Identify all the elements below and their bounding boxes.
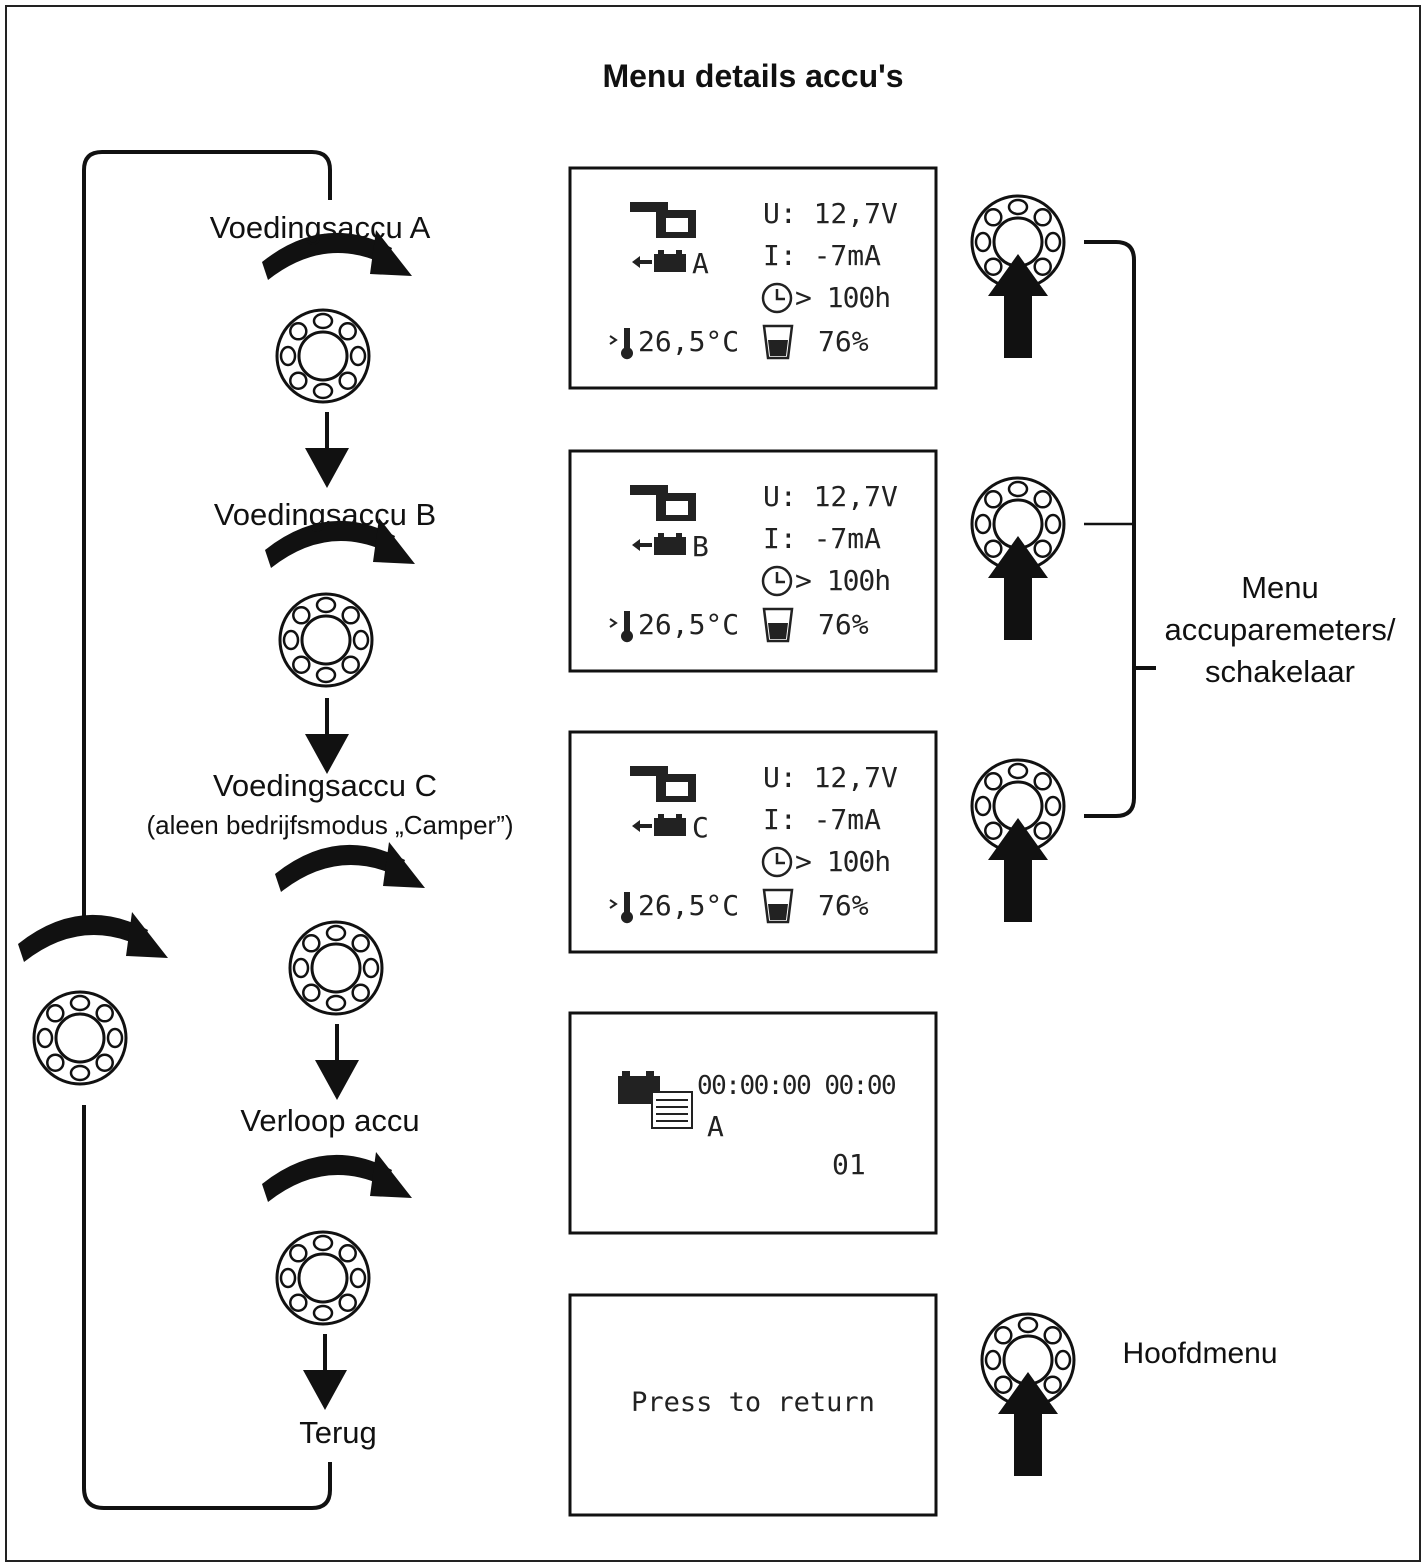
down-arrow-icon xyxy=(313,1022,361,1102)
rotate-control-a[interactable] xyxy=(262,230,412,404)
thermometer-icon xyxy=(621,892,633,924)
history-battery: A xyxy=(707,1110,724,1143)
thermometer-icon xyxy=(621,328,633,360)
history-datetime: 00:00:00 00:00 xyxy=(697,1071,897,1101)
arrow-left-icon xyxy=(632,256,652,268)
arrow-left-icon xyxy=(632,539,652,551)
rotary-knob-icon xyxy=(275,308,371,404)
battery-source-icon xyxy=(630,485,696,521)
screen-b-id: B xyxy=(692,530,709,563)
screen-c-soc: 76% xyxy=(818,889,869,922)
step-label-b: Voedingsaccu B xyxy=(213,497,437,532)
thermometer-icon xyxy=(621,611,633,643)
battery-source-icon xyxy=(630,202,696,238)
screen-c-temp: 26,5°C xyxy=(638,889,740,922)
battery-icon xyxy=(654,250,686,272)
battery-icon xyxy=(654,533,686,555)
screen-b-soc: 76% xyxy=(818,608,869,641)
rotary-knob-icon xyxy=(275,1230,371,1326)
return-text: Press to return xyxy=(631,1387,875,1418)
menu-label-line3: schakelaar xyxy=(1205,654,1355,689)
screen-a-current: I: -7mA xyxy=(763,239,882,272)
rotary-knob-icon xyxy=(288,920,384,1016)
rotary-knob-icon xyxy=(32,990,128,1086)
screen-a-id: A xyxy=(692,247,709,280)
screen-b-time: > 100h xyxy=(795,564,891,597)
down-arrow-icon xyxy=(301,1332,349,1412)
step-label-back: Terug xyxy=(299,1415,377,1450)
press-control-a[interactable] xyxy=(970,194,1066,358)
press-control-main[interactable] xyxy=(980,1312,1076,1476)
step-label-history: Verloop accu xyxy=(240,1103,420,1138)
screen-a-voltage: U: 12,7V xyxy=(763,197,898,230)
screen-a-temp: 26,5°C xyxy=(638,325,740,358)
screen-b-icons xyxy=(609,485,794,643)
history-index: 01 xyxy=(832,1148,866,1181)
step-sublabel-c: (aleen bedrijfsmodus „Camper”) xyxy=(146,810,514,840)
step-label-c: Voedingsaccu C xyxy=(212,768,438,803)
screen-a-time: > 100h xyxy=(795,281,891,314)
screen-a-soc: 76% xyxy=(818,325,869,358)
screen-c-icons xyxy=(609,766,794,924)
loop-line xyxy=(82,150,332,1510)
screen-c-current: I: -7mA xyxy=(763,803,882,836)
history-icon xyxy=(618,1071,693,1129)
page-title: Menu details accu's xyxy=(602,58,904,94)
clock-icon xyxy=(761,565,793,597)
step-label-a: Voedingsaccu A xyxy=(209,210,431,245)
screen-a-icons xyxy=(609,202,794,360)
main-menu-label: Hoofdmenu xyxy=(1122,1337,1278,1370)
screen-c-time: > 100h xyxy=(795,845,891,878)
clock-icon xyxy=(761,846,793,878)
press-control-b[interactable] xyxy=(970,476,1066,640)
rotate-arrow-icon xyxy=(275,842,425,892)
rotary-knob-icon xyxy=(278,592,374,688)
rotate-arrow-icon xyxy=(262,1152,412,1202)
screen-b-temp: 26,5°C xyxy=(638,608,740,641)
down-arrow-icon xyxy=(303,410,351,490)
rotate-control-history[interactable] xyxy=(262,1152,412,1326)
arrow-left-icon xyxy=(632,820,652,832)
outer-frame xyxy=(5,5,1421,1562)
menu-label-line2: accuparemeters/ xyxy=(1164,612,1396,647)
clock-icon xyxy=(761,282,793,314)
right-bracket xyxy=(1084,240,1136,818)
battery-source-icon xyxy=(630,766,696,802)
screen-b-current: I: -7mA xyxy=(763,522,882,555)
screen-return-frame xyxy=(568,1293,938,1517)
rotate-control-b[interactable] xyxy=(265,518,415,688)
screen-c-id: C xyxy=(692,811,709,844)
screen-history-frame xyxy=(568,1011,938,1235)
menu-label-line1: Menu xyxy=(1241,570,1319,605)
screen-b-voltage: U: 12,7V xyxy=(763,480,898,513)
down-arrow-icon xyxy=(303,696,351,776)
battery-icon xyxy=(654,814,686,836)
rotate-control-c[interactable] xyxy=(275,842,425,1016)
screen-c-voltage: U: 12,7V xyxy=(763,761,898,794)
press-control-c[interactable] xyxy=(970,758,1066,922)
